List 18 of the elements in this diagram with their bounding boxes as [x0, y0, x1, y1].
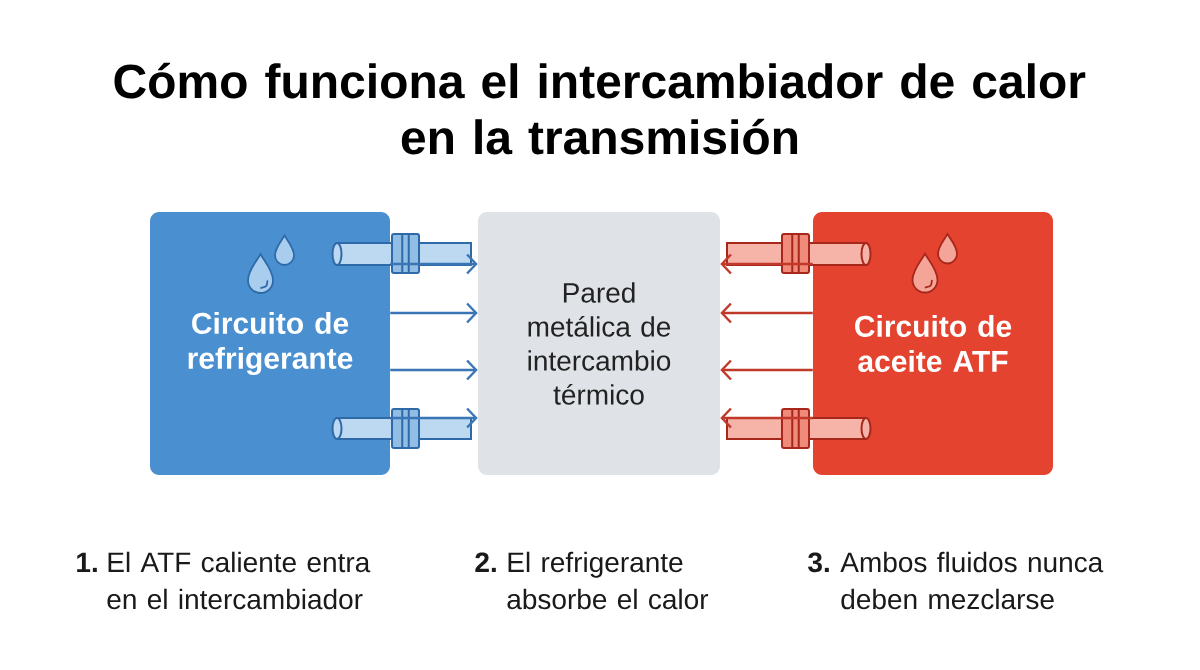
- arrow: [390, 407, 478, 429]
- arrow: [390, 253, 478, 275]
- step-description: Ambos fluidos nunca deben mezclarse: [840, 551, 1104, 610]
- circuit-box: Circuito de refrigerante: [150, 212, 390, 475]
- step-description: El refrigerante absorbe el calor: [507, 551, 709, 610]
- arrow: [720, 302, 813, 324]
- step-number: 3.: [808, 552, 829, 573]
- arrow: [390, 359, 478, 381]
- arrow: [720, 407, 813, 429]
- arrow: [720, 359, 813, 381]
- title: Cómo funciona el intercambiador de calor en la transmisión: [114, 62, 1086, 155]
- wall-panel: Pared metálica de intercambio térmico: [478, 212, 720, 475]
- circuit-box: Circuito de aceite ATF: [813, 212, 1053, 475]
- step-description: El ATF caliente entra en el intercambiador: [107, 551, 371, 610]
- step-number: 2.: [475, 552, 496, 572]
- arrow: [720, 253, 813, 275]
- arrow: [390, 302, 478, 324]
- step-number: 1.: [77, 552, 97, 572]
